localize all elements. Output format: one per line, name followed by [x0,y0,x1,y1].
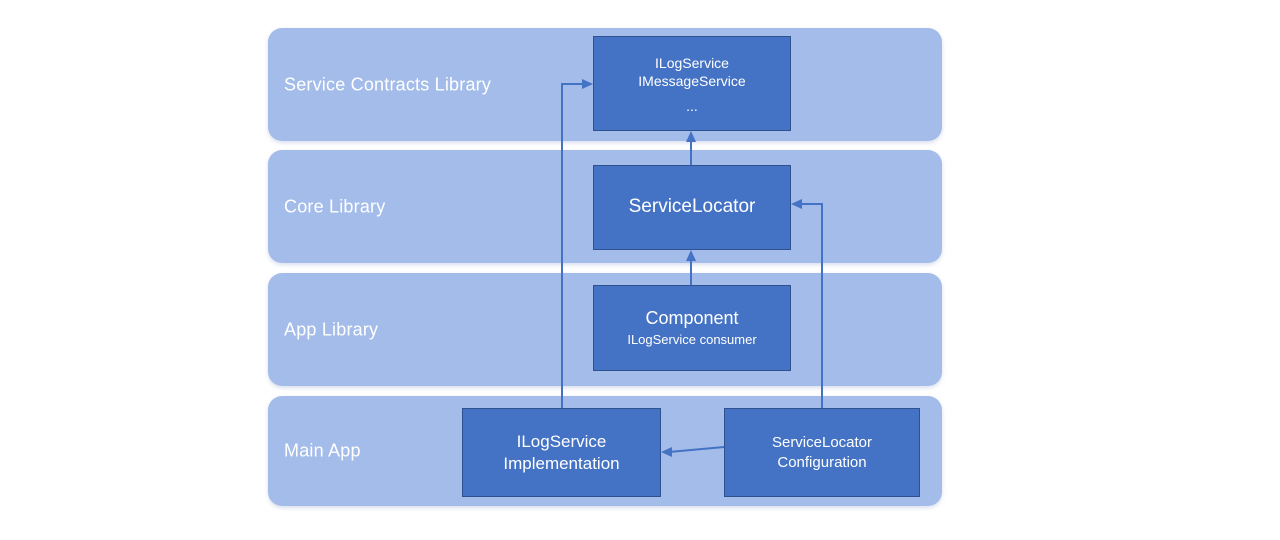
node-ilogservice-implementation[interactable]: ILogService Implementation [462,408,661,497]
node-interfaces-line-3: ... [686,97,698,114]
node-component-title: Component [645,308,739,329]
node-servicelocator-configuration[interactable]: ServiceLocator Configuration [724,408,920,497]
layer-label-service-contracts-library: Service Contracts Library [284,74,492,94]
layer-label-main-app: Main App [284,440,361,461]
node-implementation-line-2: Implementation [503,453,620,473]
layer-label-app-library: App Library [284,319,379,339]
node-service-interfaces[interactable]: ILogService IMessageService ... [593,36,791,131]
node-component[interactable]: Component ILogService consumer [593,285,791,371]
node-implementation-line-1: ILogService [516,431,607,451]
node-interfaces-line-2: IMessageService [638,73,746,90]
node-configuration-line-1: ServiceLocator [771,434,873,452]
node-configuration-line-2: Configuration [777,453,867,471]
node-component-subtitle: ILogService consumer [627,332,757,348]
node-service-locator[interactable]: ServiceLocator [593,165,791,250]
node-service-locator-label: ServiceLocator [628,196,756,218]
layer-label-core-library: Core Library [284,196,386,216]
node-interfaces-line-1: ILogService [655,55,729,72]
